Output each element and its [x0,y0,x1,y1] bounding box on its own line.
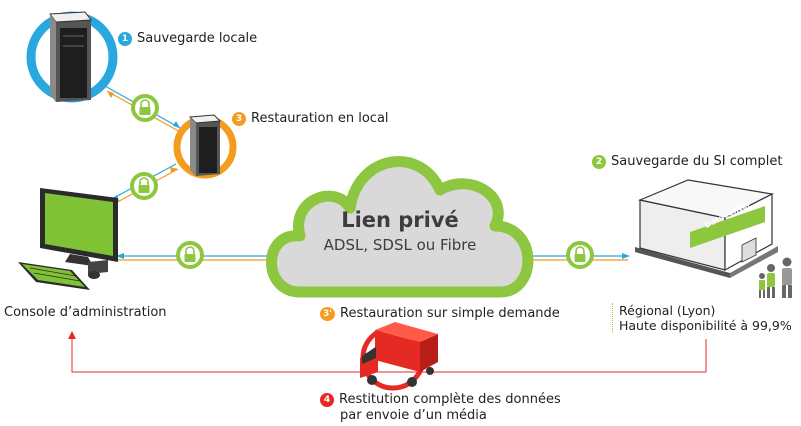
cloud-title: Lien privé [341,208,459,232]
computer-icon [18,188,118,290]
truck-icon [360,322,438,391]
badge-step-1: 1 [118,32,132,46]
people-icon [759,257,792,298]
cloud-icon [266,156,534,298]
cloud-subtitle: ADSL, SDSL ou Fibre [323,236,477,254]
label-step-3b-text: Restauration sur simple demande [340,306,560,321]
badge-step-4: 4 [320,393,334,407]
return-path-arrow [68,331,707,373]
badge-step-2: 2 [592,155,606,169]
label-step-1: 1 Sauvegarde locale [118,31,257,47]
label-step-4-line2: par envoie d’un média [340,408,487,423]
lock-icon [566,241,594,269]
lock-icon [176,241,204,269]
region-line-2: Haute disponibilité à 99,9% [619,318,792,333]
label-step-2-text: Sauvegarde du SI complet [611,154,783,169]
region-line-1: Régional (Lyon) [619,303,716,318]
label-step-1-text: Sauvegarde locale [137,31,258,46]
label-console: Console d’administration [4,305,167,320]
label-step-2: 2 Sauvegarde du SI complet [592,154,782,170]
label-step-3-text: Restauration en local [251,111,389,126]
label-step-3b: 3' Restauration sur simple demande [320,306,560,322]
lock-icon [130,172,158,200]
badge-step-3: 3 [232,112,246,126]
badge-step-3b: 3' [320,307,335,321]
server-2-icon [173,114,237,179]
datacenter-icon [635,179,778,278]
lock-icon [131,94,159,122]
label-step-4: 4 Restitution complète des données [320,392,561,408]
region-info: Régional (Lyon) Haute disponibilité à 99… [612,303,792,333]
label-step-4-line1: Restitution complète des données [339,392,561,407]
server-1-icon [26,11,118,103]
label-step-3: 3 Restauration en local [232,111,389,127]
